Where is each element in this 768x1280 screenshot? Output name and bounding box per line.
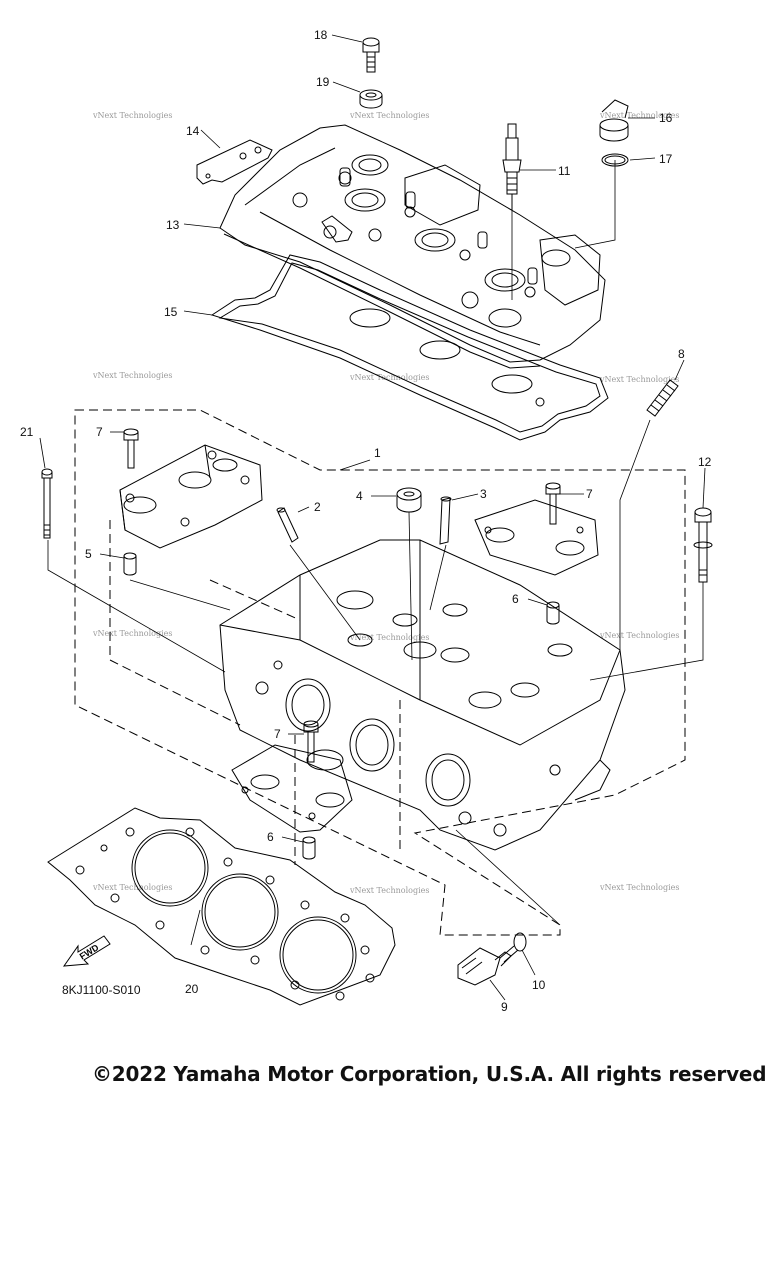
watermark: vNext Technologies — [599, 631, 679, 640]
watermark: vNext Technologies — [349, 633, 429, 642]
cylinder-head-1 — [219, 539, 626, 851]
spark-plug-11 — [502, 123, 522, 210]
callout-8: 8 — [678, 347, 685, 361]
callout-12: 12 — [698, 455, 712, 469]
part-code: 8KJ1100-S010 — [62, 983, 141, 997]
gasket-15 — [210, 254, 609, 441]
callout-10: 10 — [532, 978, 546, 992]
callout-4: 4 — [356, 489, 363, 503]
watermark: vNext Technologies — [92, 111, 172, 120]
guide-2 — [276, 507, 299, 543]
callout-13: 13 — [166, 218, 180, 232]
callout-1: 1 — [374, 446, 381, 460]
bolt-18 — [362, 37, 380, 73]
callout-20: 20 — [185, 982, 199, 996]
bolt-12 — [693, 507, 713, 583]
watermark: vNext Technologies — [349, 111, 429, 120]
copyright-notice: ©2022 Yamaha Motor Corporation, U.S.A. A… — [92, 1062, 768, 1086]
seal-3 — [439, 496, 452, 545]
dowel-6-a — [546, 601, 560, 625]
watermark: vNext Technologies — [349, 373, 429, 382]
watermark: vNext Technologies — [92, 629, 172, 638]
callout-19: 19 — [316, 75, 330, 89]
callout-7: 7 — [96, 425, 103, 439]
callout-18: 18 — [314, 28, 328, 42]
camshaft-caps-upper — [119, 444, 263, 549]
callout-6: 6 — [267, 830, 274, 844]
sensor-9 — [457, 945, 519, 986]
exploded-parts-diagram: vNext Technologies vNext Technologies vN… — [20, 28, 713, 1014]
head-cover-13 — [219, 124, 606, 369]
bolt-7-a — [123, 428, 139, 469]
callout-7: 7 — [274, 727, 281, 741]
seal-19 — [359, 89, 383, 109]
filler-cap-16 — [599, 99, 629, 142]
callout-numbers: 18 19 14 13 15 16 17 11 8 1 2 3 4 7 7 5 … — [20, 28, 712, 1014]
grommet-4 — [396, 487, 422, 513]
watermark: vNext Technologies — [92, 371, 172, 380]
dowel-6-b — [302, 836, 316, 860]
watermark: vNext Technologies — [349, 886, 429, 895]
head-gasket-20 — [47, 807, 396, 1006]
callout-17: 17 — [659, 152, 673, 166]
assembly-outline-1 — [74, 409, 686, 936]
watermark: vNext Technologies — [599, 883, 679, 892]
callout-6: 6 — [512, 592, 519, 606]
callout-3: 3 — [480, 487, 487, 501]
callout-21: 21 — [20, 425, 34, 439]
callout-14: 14 — [186, 124, 200, 138]
bracket-14 — [196, 139, 273, 185]
leader-lines — [39, 34, 706, 1001]
watermark: vNext Technologies — [599, 375, 679, 384]
camshaft-cap-lower — [231, 744, 353, 833]
callout-5: 5 — [85, 547, 92, 561]
bolt-7-c — [303, 720, 319, 763]
stud-8 — [646, 379, 679, 417]
callout-9: 9 — [501, 1000, 508, 1014]
fwd-label: FWD — [78, 942, 101, 962]
callout-11: 11 — [558, 164, 571, 178]
bolt-21 — [41, 468, 53, 539]
bolt-7-b — [545, 482, 561, 525]
callout-2: 2 — [314, 500, 321, 514]
watermarks: vNext Technologies vNext Technologies vN… — [92, 111, 679, 895]
callout-16: 16 — [659, 111, 673, 125]
dowel-5 — [123, 552, 137, 576]
o-ring-10 — [513, 932, 527, 952]
fwd-arrow-icon — [62, 935, 111, 967]
callout-7: 7 — [586, 487, 593, 501]
watermark: vNext Technologies — [92, 883, 172, 892]
callout-15: 15 — [164, 305, 178, 319]
camshaft-cap-right — [474, 499, 599, 576]
watermark: vNext Technologies — [599, 111, 679, 120]
